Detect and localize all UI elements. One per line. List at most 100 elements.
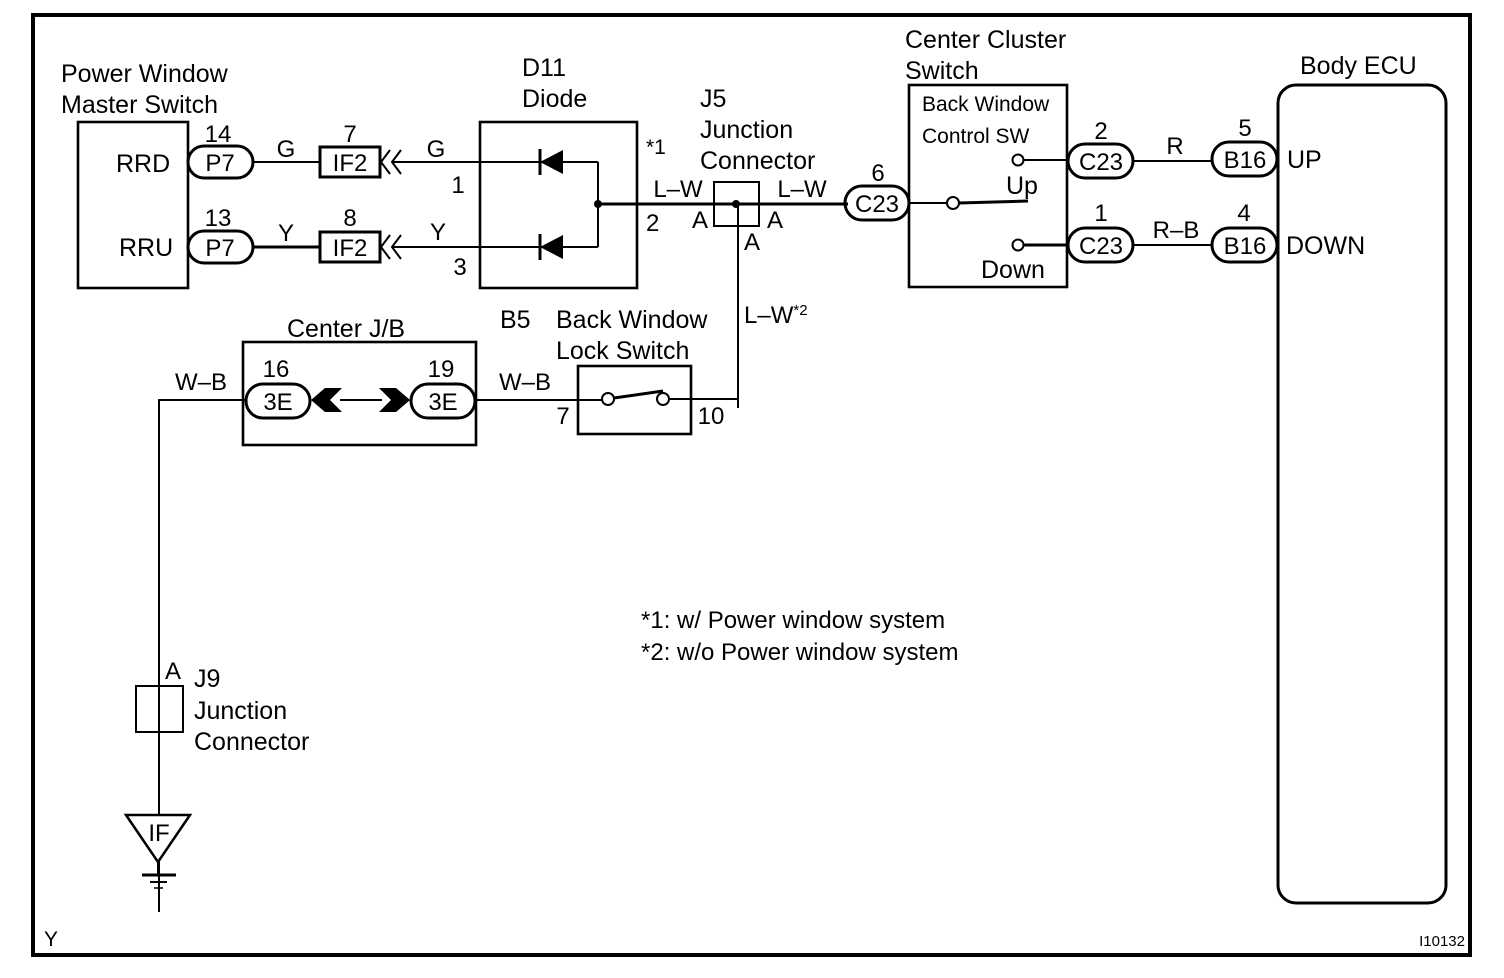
wire-label-l-w-2: L–W <box>777 176 827 203</box>
terminal-rrd: RRD <box>116 150 170 178</box>
footnote-1: *1: w/ Power window system <box>641 607 945 634</box>
connector-label: P7 <box>205 235 234 262</box>
wire-label-text: L–W <box>744 302 794 329</box>
switch-contact-icon <box>601 392 615 406</box>
ccs-inner-2: Control SW <box>922 125 1030 148</box>
switch-label-up: Up <box>1006 172 1038 200</box>
diode-pin-2: 2 <box>646 210 659 237</box>
connector-label: C23 <box>1079 149 1123 176</box>
back-window-lock-switch: B5 Back Window Lock Switch 7 10 <box>500 306 738 436</box>
switch-blade <box>613 389 664 400</box>
master-switch-title-1: Power Window <box>61 60 229 88</box>
wire-label-note: *2 <box>793 302 807 319</box>
footnote-2: *2: w/o Power window system <box>641 639 958 666</box>
ccs-title-1: Center Cluster <box>905 26 1066 54</box>
j9-title-2: Connector <box>194 728 309 756</box>
pin-16: 16 <box>263 356 290 383</box>
male-terminal-icon <box>379 388 410 412</box>
wire-label-r: R <box>1166 133 1183 160</box>
lock-switch-code: B5 <box>500 306 531 334</box>
figure-id: I10132 <box>1419 933 1465 950</box>
wire-label-w-b-2: W–B <box>499 369 551 396</box>
connector-c23-2: 2 C23 <box>1066 118 1135 180</box>
switch-label-down: Down <box>981 256 1045 284</box>
pin-8: 8 <box>343 205 356 232</box>
center-jb-title: Center J/B <box>287 315 405 343</box>
wire-label-l-w-1: L–W <box>653 176 703 203</box>
switch-contact-down-icon <box>1011 238 1025 252</box>
wire-label-g-2: G <box>427 136 446 163</box>
connector-if2-8: 8 IF2 <box>318 205 402 264</box>
lock-switch-title-1: Back Window <box>556 306 708 334</box>
ecu-terminal-up: UP <box>1287 146 1322 174</box>
pin-14: 14 <box>205 121 232 148</box>
wire-label-r-b: R–B <box>1153 217 1200 244</box>
body-ecu: Body ECU UP DOWN <box>1276 52 1448 905</box>
connector-c23-1: 1 C23 <box>1066 200 1135 264</box>
j9-terminal: A <box>165 658 181 685</box>
connector-p7-rru: 13 P7 <box>186 205 255 265</box>
j5-terminal-left: A <box>692 207 708 234</box>
master-switch: Power Window Master Switch RRD RRU <box>61 60 229 290</box>
ccs-title-2: Switch <box>905 57 979 85</box>
j5-code: J5 <box>700 85 726 113</box>
diode-symbol-icon <box>538 234 563 260</box>
j5-box <box>713 181 760 227</box>
j9-code: J9 <box>194 665 220 693</box>
diode-note-ref: *1 <box>646 136 666 159</box>
body-ecu-box <box>1276 83 1448 905</box>
connector-p7-rrd: 14 P7 <box>186 121 255 180</box>
connector-label: B16 <box>1224 147 1267 174</box>
j9-box <box>135 685 184 733</box>
master-switch-box <box>76 120 190 290</box>
master-switch-title-2: Master Switch <box>61 91 218 119</box>
connector-label: IF2 <box>333 235 368 262</box>
diagram-frame <box>31 13 1472 957</box>
wire-label-l-w-3: L–W*2 <box>744 302 808 329</box>
switch-contact-up-icon <box>1011 153 1025 167</box>
pin-4: 4 <box>1237 200 1250 227</box>
ground-label: IF <box>148 820 169 847</box>
center-jb-box <box>241 340 478 447</box>
ecu-terminal-down: DOWN <box>1286 232 1365 260</box>
switch-contact-icon <box>946 196 960 210</box>
j5-terminal-right: A <box>767 207 783 234</box>
connector-c23-6: 6 C23 <box>843 160 911 222</box>
terminal-rru: RRU <box>119 234 173 262</box>
center-cluster-switch: Center Cluster Switch Back Window Contro… <box>905 26 1069 289</box>
wire-w-b-ground <box>158 399 246 912</box>
male-terminal-icon <box>311 388 342 412</box>
switch-contact-icon <box>656 392 670 406</box>
diode-pin-3: 3 <box>453 254 466 281</box>
switch-blade <box>958 199 1029 205</box>
j5-title-2: Connector <box>700 147 815 175</box>
body-ecu-title: Body ECU <box>1300 52 1417 80</box>
connector-label: B16 <box>1224 233 1267 260</box>
wire-label-y-1: Y <box>278 220 294 247</box>
pin-1: 1 <box>1094 200 1107 227</box>
junction-connector-j9: A J9 Junction Connector <box>135 658 309 756</box>
connector-b16-4: 4 B16 <box>1210 200 1279 264</box>
connector-label-3e-right: 3E <box>428 389 457 416</box>
diode-title: Diode <box>522 85 587 113</box>
j5-terminal-bottom: A <box>744 229 760 256</box>
junction-connector-j5: J5 Junction Connector A A A <box>692 85 815 256</box>
j9-title-1: Junction <box>194 697 287 725</box>
pin-5: 5 <box>1238 115 1251 142</box>
j5-title-1: Junction <box>700 116 793 144</box>
pin-19: 19 <box>428 356 455 383</box>
connector-label: P7 <box>205 150 234 177</box>
diode-symbol-icon <box>538 149 563 175</box>
pin-2: 2 <box>1094 118 1107 145</box>
lock-switch-title-2: Lock Switch <box>556 337 689 365</box>
connector-b16-5: 5 B16 <box>1210 115 1279 178</box>
lock-pin-7: 7 <box>556 403 569 430</box>
connector-label: IF2 <box>333 150 368 177</box>
pin-7: 7 <box>343 121 356 148</box>
wire-label-w-b-1: W–B <box>175 369 227 396</box>
connector-label-3e-left: 3E <box>263 389 292 416</box>
pin-6: 6 <box>871 160 884 187</box>
diode-pin-1: 1 <box>451 172 464 199</box>
center-junction-block: Center J/B 16 3E 19 3E <box>241 315 478 447</box>
pin-13: 13 <box>205 205 232 232</box>
